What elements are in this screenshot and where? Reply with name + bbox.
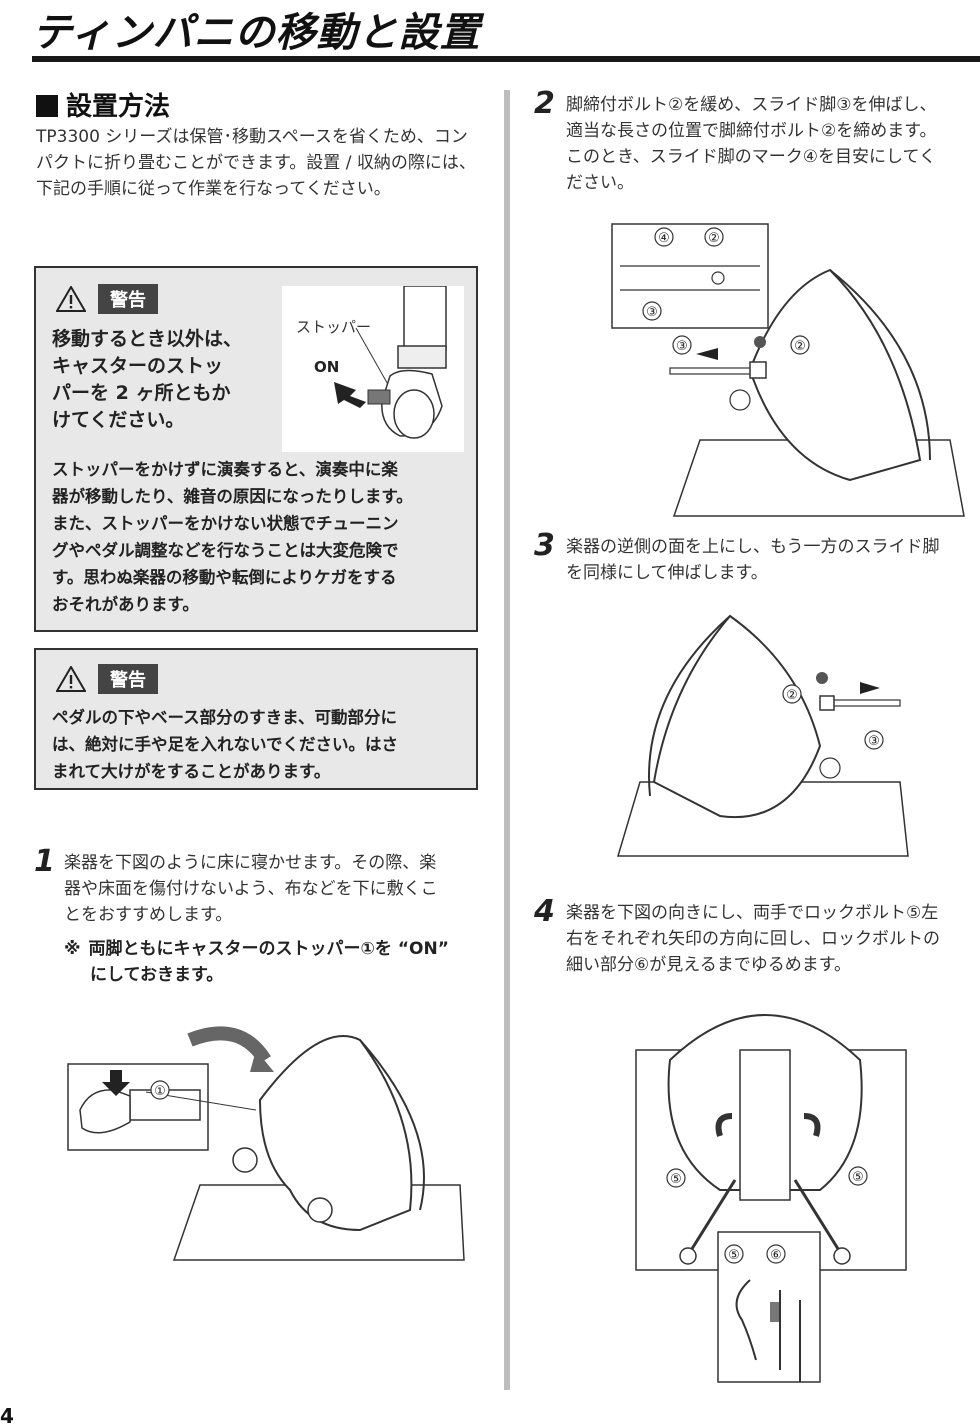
step-number-3: 3 [534,528,555,563]
warning-body: ストッパーをかけずに演奏すると、演奏中に楽 器が移動したり、雑音の原因になったり… [52,460,413,614]
step-2-illustration: ④ ② ③ ③ ② [600,220,970,520]
on-label: ON [314,358,339,376]
step-4-text: 楽器を下図の向きにし、両手でロックボルト⑤左 右をそれぞれ矢印の方向に回し、ロッ… [566,903,940,975]
step-3-text: 楽器の逆側の面を上にし、もう一方のスライド脚 を同様にして伸ばします。 [566,537,940,583]
step-number-2: 2 [534,86,555,121]
page-number: 4 [0,1404,14,1428]
note-mark: ※ [64,939,81,959]
title-rule [32,56,980,62]
callout-6: ⑥ [770,1248,782,1263]
step-2-text: 脚締付ボルト②を緩め、スライド脚③を伸ばし、 適当な長さの位置で脚締付ボルト②を… [566,95,937,193]
step-1-text: 楽器を下図のように床に寝かせます。その際、楽 器や床面を傷付けないよう、布などを… [64,853,438,925]
step-1-illustration: ① [60,1010,480,1270]
callout-2: ② [794,339,806,354]
page-title: ティンパニの移動と設置 [32,10,481,56]
column-divider [504,90,510,1390]
callout-3: ③ [676,339,688,354]
callout-2: ② [786,688,798,703]
step-3-illustration: ② ③ [610,606,930,858]
warning-badge: 警告 [98,664,158,694]
warning-lead: 移動するとき以外は、 キャスターのストッ パーを 2 ヶ所ともか けてください。 [52,328,243,431]
callout-3: ③ [868,734,880,749]
callout-5-inset: ⑤ [728,1248,740,1263]
step-4-illustration: ⑤ ⑤ ⑤ ⑥ [620,990,910,1386]
step-number-1: 1 [34,844,55,879]
step-1-note: ※両脚ともにキャスターのストッパー①を “ON” にしておきます。 [64,939,449,985]
callout-1: ① [154,1084,166,1099]
callout-2-top: ② [708,231,720,246]
stopper-label: ストッパー [296,318,371,336]
intro-paragraph: TP3300 シリーズは保管･移動スペースを省くため、コンパクトに折り畳むことが… [36,127,476,199]
callout-3-top: ③ [646,305,658,320]
warning-badge: 警告 [98,284,158,314]
section-heading: 設置方法 [36,86,170,123]
callout-5-left: ⑤ [670,1172,682,1187]
callout-5-right: ⑤ [852,1170,864,1185]
warning-triangle-icon [56,286,86,312]
caster-stopper-illustration: ストッパー ON [282,285,464,452]
warning-box-2: 警告 ペダルの下やベース部分のすきま、可動部分に は、絶対に手や足を入れないでく… [34,648,478,790]
step-number-4: 4 [534,894,555,929]
square-bullet-icon [36,95,58,117]
section-heading-text: 設置方法 [66,92,171,122]
warning-box-1: 警告 移動するとき以外は、 キャスターのストッ パーを 2 ヶ所ともか けてくだ… [34,266,478,632]
callout-4: ④ [658,231,670,246]
warning-triangle-icon [56,666,86,692]
warning-body: ペダルの下やベース部分のすきま、可動部分に は、絶対に手や足を入れないでください… [52,708,399,781]
